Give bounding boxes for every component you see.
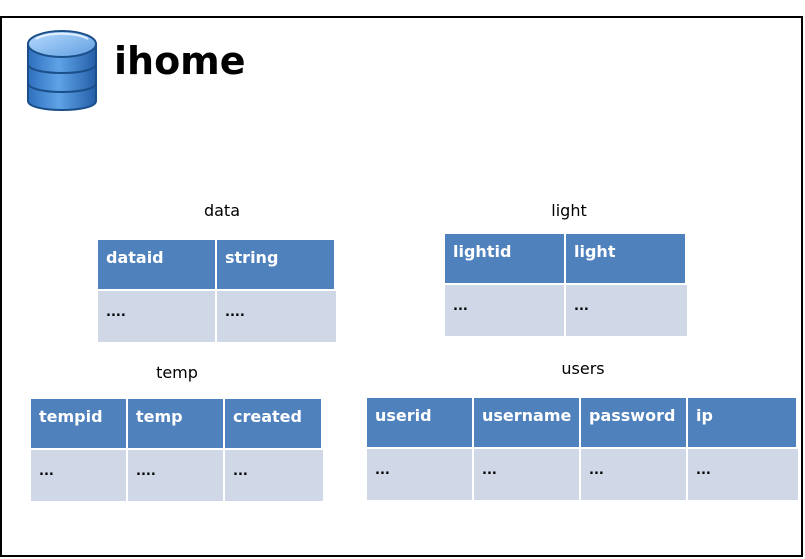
table-users-cell: ... xyxy=(367,449,474,500)
table-light-header-light: light xyxy=(566,234,687,285)
table-temp-header-temp: temp xyxy=(128,399,225,450)
table-temp-cell: .... xyxy=(128,450,225,501)
table-temp-cell: ... xyxy=(31,450,128,501)
table-temp-header-created: created xyxy=(225,399,323,450)
table-caption-temp: temp xyxy=(156,363,198,382)
table-light-cell: ... xyxy=(566,285,687,336)
table-caption-data: data xyxy=(203,201,241,220)
table-data-cell: .... xyxy=(217,291,336,342)
table-users-cell: ... xyxy=(474,449,581,500)
app-title: ihome xyxy=(114,39,246,83)
table-data-cell: .... xyxy=(98,291,217,342)
table-users-cell: ... xyxy=(688,449,798,500)
table-users-header-ip: ip xyxy=(688,398,798,449)
table-temp-cell: ... xyxy=(225,450,323,501)
table-users-cell: ... xyxy=(581,449,688,500)
table-light-header-lightid: lightid xyxy=(445,234,566,285)
table-data-header-string: string xyxy=(217,240,336,291)
table-temp: tempid temp created ... .... ... xyxy=(31,399,323,501)
table-light-cell: ... xyxy=(445,285,566,336)
table-users: userid username password ip ... ... ... … xyxy=(367,398,798,500)
table-temp-header-tempid: tempid xyxy=(31,399,128,450)
table-light: lightid light ... ... xyxy=(445,234,687,336)
table-data: dataid string .... .... xyxy=(98,240,336,342)
table-data-header-dataid: dataid xyxy=(98,240,217,291)
table-users-header-username: username xyxy=(474,398,581,449)
table-users-header-userid: userid xyxy=(367,398,474,449)
table-users-header-password: password xyxy=(581,398,688,449)
table-caption-light: light xyxy=(551,201,587,220)
database-icon xyxy=(27,30,97,111)
table-caption-users: users xyxy=(561,359,605,378)
